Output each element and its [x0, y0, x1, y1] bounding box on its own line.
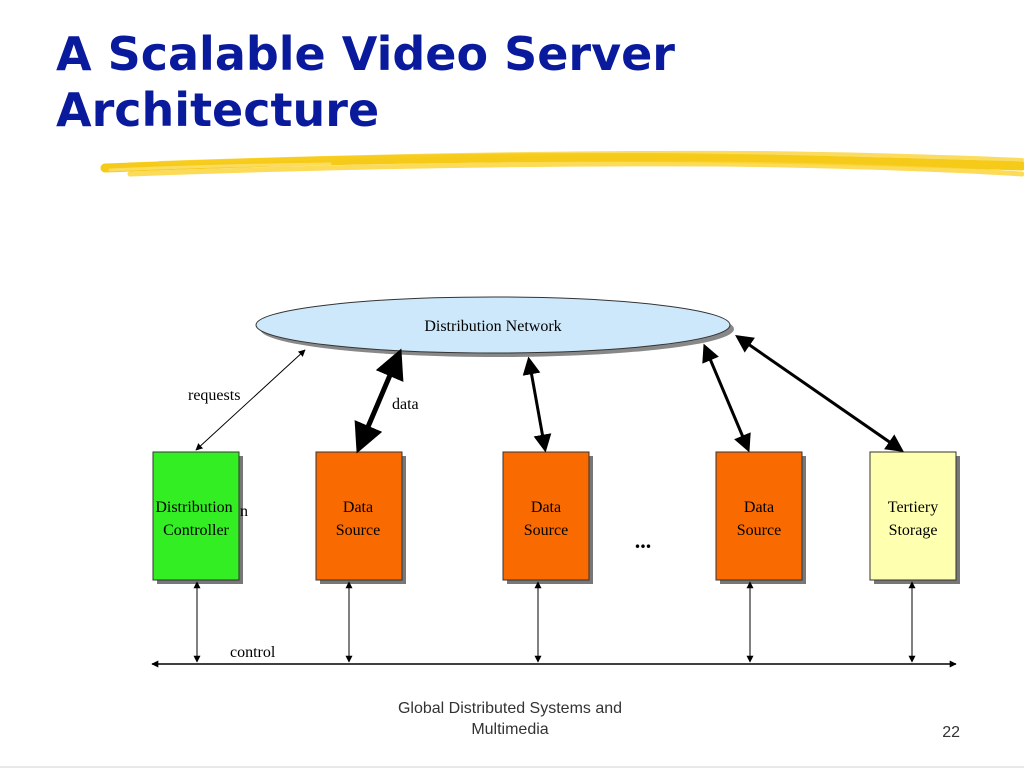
data-label: data	[392, 396, 419, 413]
data-source-2-label-line-1: Data	[531, 499, 561, 516]
title-line-2: Architecture	[56, 83, 380, 137]
data-connector-source-3	[702, 343, 751, 453]
controller-stray-glyph: n	[240, 503, 248, 520]
tertiery-storage: Tertiery Storage	[869, 451, 960, 584]
storage-label-line-2: Storage	[889, 522, 938, 539]
data-source-3: Data Source	[715, 451, 806, 584]
distribution-network: Distribution Network	[255, 296, 734, 357]
data-connector-storage	[735, 334, 904, 453]
control-label: control	[230, 644, 276, 661]
distribution-network-label: Distribution Network	[424, 318, 561, 335]
requests-label: requests	[188, 387, 240, 404]
title-line-1: A Scalable Video Server	[56, 27, 675, 81]
slide-footer: Global Distributed Systems and Multimedi…	[340, 698, 680, 740]
ellipsis-more-sources: ...	[635, 528, 652, 553]
data-source-1: Data Source	[315, 451, 406, 584]
data-connector-source-1	[354, 348, 404, 454]
bottom-border	[0, 766, 1024, 768]
data-source-1-label-line-2: Source	[336, 522, 380, 539]
footer-line-1: Global Distributed Systems and	[397, 700, 623, 717]
data-connector-source-2	[522, 356, 552, 453]
controller-label-line-1: Distribution	[155, 499, 232, 516]
slide-title: A Scalable Video Server Architecture	[56, 26, 956, 138]
controller-label-line-2: Controller	[163, 522, 229, 539]
data-source-3-label-line-1: Data	[744, 499, 774, 516]
data-source-2: Data Source	[502, 451, 593, 584]
page-number: 22	[942, 724, 960, 741]
requests-connector	[195, 349, 306, 451]
footer-line-2: Multimedia	[471, 721, 549, 738]
distribution-controller: Distribution Controller n	[152, 451, 248, 584]
data-source-3-label-line-2: Source	[737, 522, 781, 539]
data-source-1-label-line-1: Data	[343, 499, 373, 516]
storage-label-line-1: Tertiery	[888, 499, 938, 516]
data-source-2-label-line-2: Source	[524, 522, 568, 539]
title-underline	[100, 150, 1024, 177]
